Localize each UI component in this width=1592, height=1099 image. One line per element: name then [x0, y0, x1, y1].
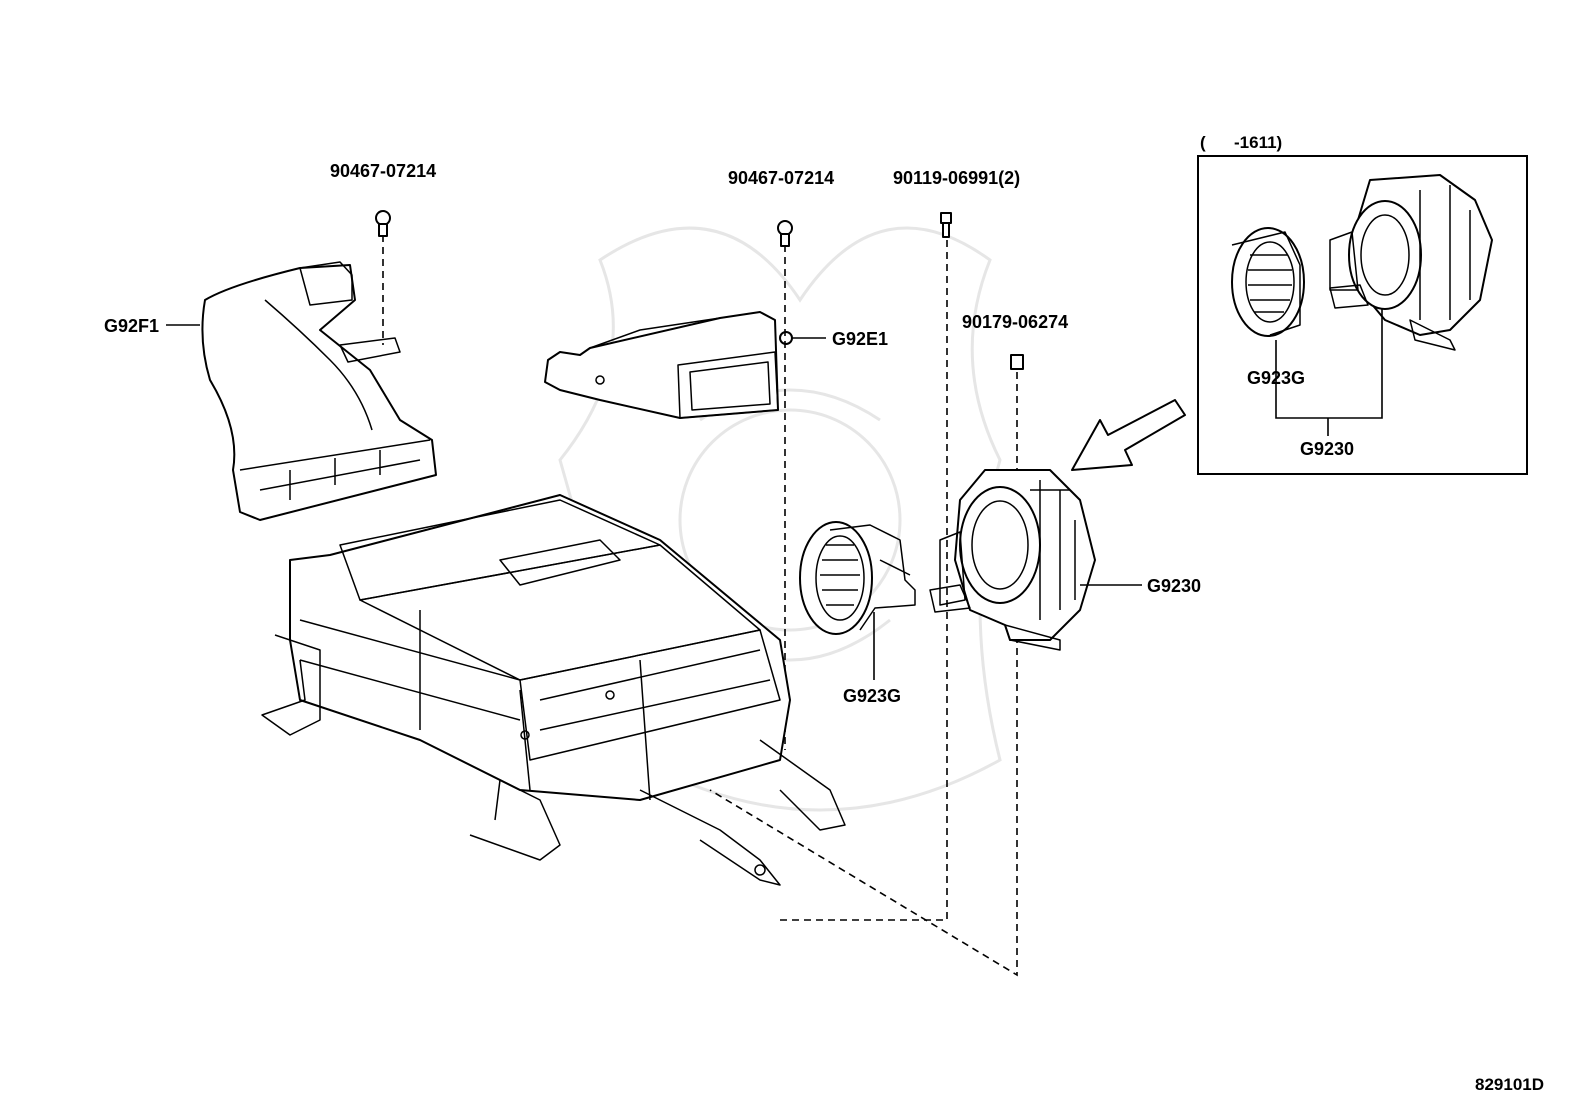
- label-duct-left: G92F1: [104, 316, 159, 336]
- direction-arrow-icon: [1071, 399, 1186, 471]
- nut-icon: [1010, 354, 1024, 370]
- inset-box: [1197, 155, 1528, 475]
- leader-nut: [709, 372, 1018, 977]
- inset-leader-bracket: [1275, 308, 1383, 436]
- label-screw: 90119-06991(2): [893, 168, 1020, 188]
- label-duct-center: G92E1: [832, 329, 888, 349]
- blower-assembly[interactable]: [929, 469, 1096, 651]
- label-bolt-2: 90467-07214: [728, 168, 834, 188]
- air-duct-center[interactable]: [544, 311, 793, 419]
- label-inset-blower: G9230: [1300, 439, 1354, 459]
- air-duct-left[interactable]: [201, 261, 437, 521]
- label-blower: G9230: [1147, 576, 1201, 596]
- leader-duct-center: [784, 245, 826, 750]
- label-filter: G923G: [843, 686, 901, 706]
- filter-screen[interactable]: [799, 521, 916, 635]
- inset-filter[interactable]: [1231, 227, 1305, 337]
- label-inset-range: ( -1611): [1200, 133, 1282, 152]
- bolt-icon-1: [375, 210, 391, 237]
- bolt-icon-2: [777, 220, 793, 247]
- label-nut: 90179-06274: [962, 312, 1068, 332]
- label-bolt-1: 90467-07214: [330, 161, 436, 181]
- hybrid-battery-pack: [261, 494, 846, 886]
- leader-duct-left: [166, 235, 384, 345]
- screw-icon: [940, 212, 952, 238]
- label-diagram-id: 829101D: [1475, 1075, 1544, 1094]
- inset-blower[interactable]: [1329, 174, 1493, 351]
- label-inset-filter: G923G: [1247, 368, 1305, 388]
